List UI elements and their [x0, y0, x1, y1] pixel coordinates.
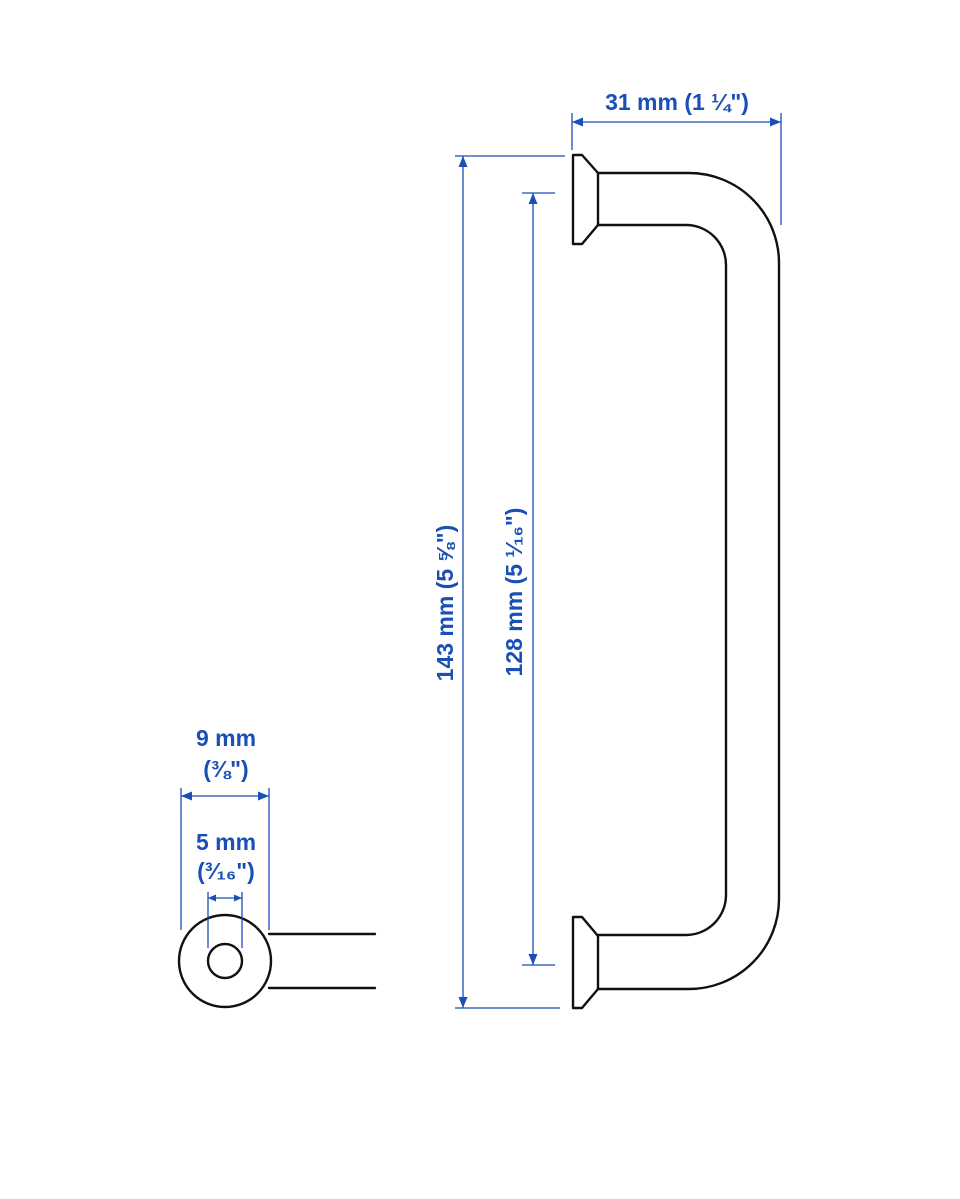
bar-inner-edge: [596, 223, 728, 937]
bar-section-outer: [177, 913, 273, 1009]
screw-inch-label: (³⁄₁₆"): [197, 858, 255, 884]
screw-hole: [206, 942, 244, 980]
total-length-label: 143 mm (5 ⅝"): [432, 525, 458, 682]
bar-outer-edge: [596, 171, 781, 991]
diameter-mm-label: 9 mm: [196, 725, 256, 751]
dimension-depth: 31 mm (1 ¼"): [571, 89, 782, 225]
dimension-total-length: 143 mm (5 ⅝"): [432, 155, 565, 1009]
top-mounting-foot: [571, 153, 600, 246]
dimension-screw: 5 mm (³⁄₁₆"): [196, 829, 256, 948]
screw-mm-label: 5 mm: [196, 829, 256, 855]
dimension-hole-spacing: 128 mm (5 ¹⁄₁₆"): [501, 192, 555, 966]
dimension-diameter: 9 mm (⅜"): [180, 725, 270, 930]
depth-label: 31 mm (1 ¼"): [605, 89, 749, 115]
bottom-mounting-foot: [571, 915, 600, 1010]
handle-cross-section-view: [177, 913, 377, 1009]
handle-side-view: [571, 153, 781, 1010]
diameter-inch-label: (⅜"): [203, 756, 248, 782]
hole-spacing-label: 128 mm (5 ¹⁄₁₆"): [501, 508, 527, 677]
